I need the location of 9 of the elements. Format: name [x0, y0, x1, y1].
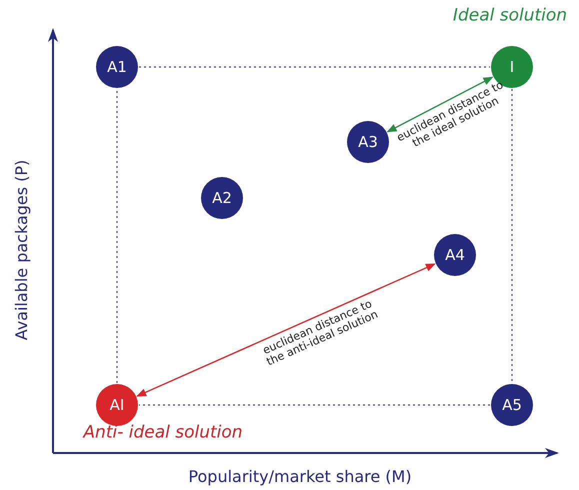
dotted-line	[139, 66, 490, 68]
axis-label: Popularity/market share (M)	[188, 466, 412, 488]
node-caption: Ideal solution	[452, 4, 568, 28]
dotted-line	[139, 404, 490, 406]
double-arrow	[386, 76, 494, 132]
double-arrow	[136, 263, 436, 397]
dotted-line	[511, 89, 513, 383]
dotted-line	[116, 89, 118, 383]
axis-label: Available packages (P)	[11, 160, 32, 340]
